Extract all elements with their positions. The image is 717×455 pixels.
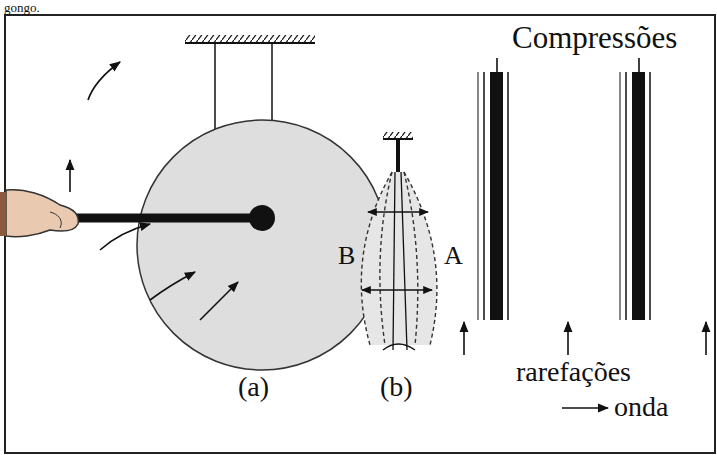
rarefaction-label: rarefações xyxy=(516,358,631,386)
mallet-rod xyxy=(70,214,262,223)
support-bracket-b xyxy=(383,132,413,172)
panel-label: (b) xyxy=(380,373,413,401)
panel-label: (a) xyxy=(238,373,269,401)
vibrating-plate xyxy=(361,172,437,350)
side-label: B xyxy=(338,243,355,269)
gong-disk xyxy=(137,120,387,370)
hand xyxy=(0,190,78,237)
wave-label: onda xyxy=(614,393,668,421)
side-label: A xyxy=(444,243,463,269)
mallet-knob xyxy=(249,205,275,231)
frame xyxy=(5,15,715,453)
motion-arrows xyxy=(70,62,238,320)
support-bracket xyxy=(185,35,315,130)
compression-label: Compressões xyxy=(512,22,677,53)
compression-bands xyxy=(478,72,650,320)
cropped-caption: gongo. xyxy=(4,1,40,14)
pointer-arrows xyxy=(464,58,706,408)
